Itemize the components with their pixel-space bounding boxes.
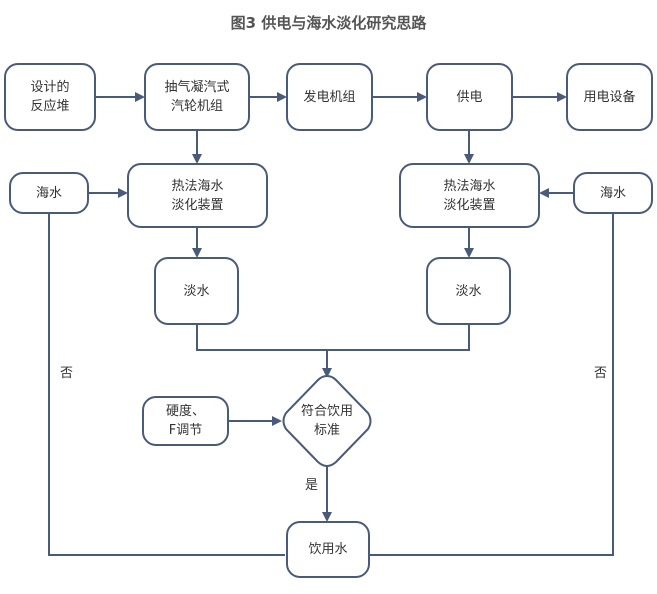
node-generator: 发电机组 [286, 63, 373, 131]
node-decision-label: 符合饮用 标准 [300, 404, 353, 438]
node-turbine: 抽气凝汽式 汽轮机组 [144, 63, 250, 131]
node-seawater-left: 海水 [9, 172, 89, 214]
diagram-title: 图3 供电与海水淡化研究思路 [230, 14, 427, 32]
node-power-supply: 供电 [426, 63, 513, 131]
node-seawater-right: 海水 [573, 172, 653, 214]
node-desal-left: 热法海水 淡化装置 [127, 163, 268, 228]
decision-diamond [282, 374, 372, 467]
label-no-right: 否 [594, 366, 608, 381]
edge-seawater-right-drinking [370, 214, 614, 556]
node-drinking-water: 饮用水 [286, 521, 370, 578]
node-freshwater-right: 淡水 [426, 257, 511, 325]
label-yes: 是 [305, 478, 319, 493]
label-no-left: 否 [60, 366, 74, 381]
node-reactor: 设计的 反应堆 [4, 63, 96, 131]
node-freshwater-left: 淡水 [154, 257, 239, 325]
edge-seawater-left-drinking [48, 214, 285, 556]
edge-fresh-merge [196, 325, 470, 351]
node-desal-right: 热法海水 淡化装置 [399, 163, 540, 228]
node-hardness-adjust: 硬度、 F调节 [142, 396, 229, 446]
node-power-equipment: 用电设备 [566, 63, 653, 131]
